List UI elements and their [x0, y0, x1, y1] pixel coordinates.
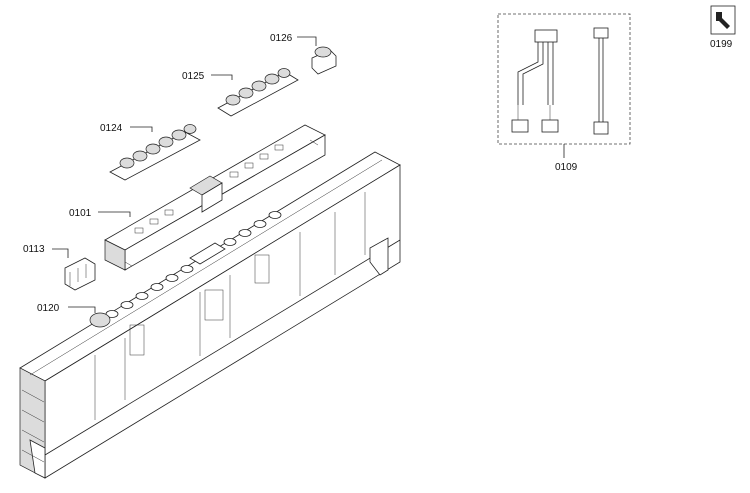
label-0113: 0113	[23, 244, 45, 255]
part-0120-control-panel[interactable]	[19, 151, 401, 479]
label-0101: 0101	[69, 208, 92, 219]
part-0101-circuit-board[interactable]	[104, 124, 326, 271]
part-0125-button-strip[interactable]	[217, 68, 299, 117]
label-0120: 0120	[37, 303, 60, 314]
part-0109-wiring-harness[interactable]	[497, 13, 631, 145]
label-0109: 0109	[555, 162, 578, 173]
button-holes	[105, 211, 282, 318]
wrench-sheet-icon	[710, 5, 736, 35]
part-0126-knob[interactable]	[311, 46, 337, 75]
part-0113-connector[interactable]	[64, 257, 96, 291]
label-0125: 0125	[182, 71, 205, 82]
part-0124-button-strip[interactable]	[109, 124, 201, 181]
label-0124: 0124	[100, 123, 123, 134]
label-0126: 0126	[270, 33, 293, 44]
label-0199: 0199	[710, 39, 733, 50]
leader-lines	[52, 36, 565, 313]
